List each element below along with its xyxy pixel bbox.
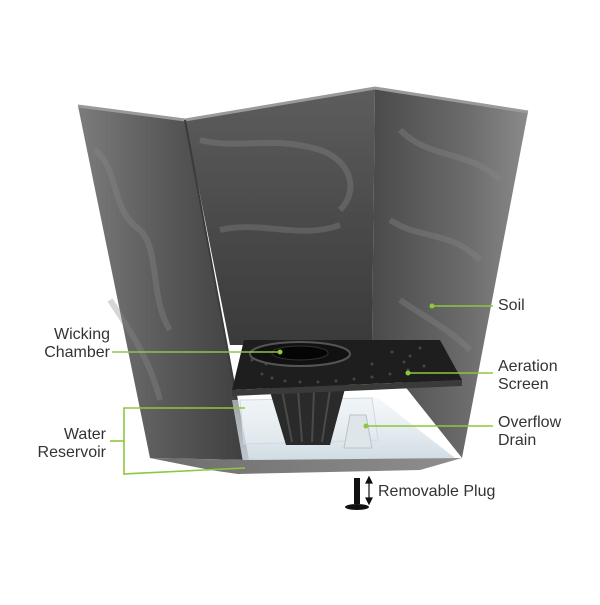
aeration-screen-edge — [232, 380, 462, 396]
marble-texture — [92, 127, 503, 401]
label-wicking-chamber: Wicking Chamber — [20, 326, 110, 362]
label-aeration-screen: Aeration Screen — [498, 358, 558, 394]
planter-back-wall — [185, 88, 375, 345]
label-water-reservoir-line2: Reservoir — [37, 444, 106, 461]
label-aeration-screen-line2: Screen — [498, 376, 549, 393]
planter-left-wall — [78, 106, 248, 460]
label-aeration-screen-line1: Aeration — [498, 358, 558, 375]
label-water-reservoir: Water Reservoir — [10, 426, 106, 462]
plug-icon — [345, 478, 369, 510]
label-removable-plug: Removable Plug — [378, 483, 496, 500]
wicking-cone — [268, 385, 346, 445]
planter-right-wall — [372, 88, 528, 458]
label-water-reservoir-line1: Water — [63, 426, 106, 443]
wicking-chamber-opening — [271, 345, 329, 361]
label-overflow-drain-line1: Overflow — [498, 414, 562, 431]
label-overflow-drain: Overflow Drain — [498, 414, 561, 450]
planter-rim — [77, 86, 529, 122]
overflow-drain — [343, 414, 373, 449]
wicking-cone-ribs — [281, 389, 331, 443]
leader-lines — [110, 305, 493, 475]
planter-base — [150, 458, 462, 474]
double-arrow-icon — [365, 475, 373, 506]
label-overflow-drain-line2: Drain — [498, 432, 537, 449]
leader-dots — [277, 303, 435, 429]
label-soil: Soil — [498, 297, 525, 314]
label-wicking-chamber-line1: Wicking — [53, 326, 110, 343]
aeration-screen-holes — [250, 346, 426, 384]
label-wicking-chamber-line2: Chamber — [44, 344, 110, 361]
